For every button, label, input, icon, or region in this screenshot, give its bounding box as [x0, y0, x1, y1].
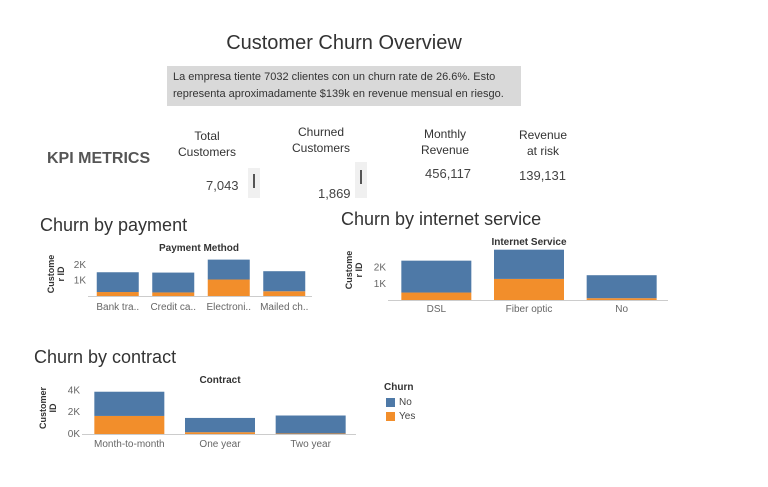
bar-yes[interactable]	[96, 292, 139, 296]
kpi-churned-customers-value: 1,869	[318, 186, 351, 201]
x-category-label: Month-to-month	[94, 439, 165, 450]
bar-no[interactable]	[494, 249, 564, 279]
chart-title-contract: Contract	[199, 375, 241, 386]
kpi-label-line: Revenue	[420, 143, 470, 157]
kpi-label-line: Churned	[297, 125, 345, 139]
legend-swatch-yes	[386, 412, 395, 421]
x-category-label: Fiber optic	[506, 304, 553, 315]
chart-title-internet: Internet Service	[491, 237, 567, 248]
section-title-internet: Churn by internet service	[341, 209, 542, 229]
y-tick-label: 2K	[74, 260, 87, 271]
legend-label-yes: Yes	[399, 411, 416, 422]
y-tick-label: 1K	[374, 279, 387, 290]
kpi-label-line: Total	[194, 129, 220, 143]
bar-no[interactable]	[275, 415, 346, 434]
bar-yes[interactable]	[152, 292, 195, 296]
x-category-label: Two year	[290, 439, 331, 450]
bar-yes[interactable]	[263, 291, 306, 296]
y-tick-label: 1K	[74, 276, 87, 287]
bar-no[interactable]	[185, 417, 255, 433]
kpi-monthly-revenue-value: 456,117	[425, 166, 472, 181]
section-title-contract: Churn by contract	[34, 347, 177, 367]
bar-no[interactable]	[152, 272, 195, 293]
summary-line-2: representa aproximadamente $139k en reve…	[173, 88, 504, 100]
kpi-revenue-at-risk-value: 139,131	[519, 168, 566, 183]
kpi-label-line: Monthly	[423, 127, 467, 141]
y-axis-label: Customer ID	[46, 255, 66, 294]
bar-yes[interactable]	[94, 415, 165, 434]
x-category-label: One year	[199, 439, 241, 450]
bar-yes[interactable]	[185, 432, 255, 434]
summary-box: La empresa tiente 7032 clientes con un c…	[167, 66, 521, 106]
bar-no[interactable]	[586, 275, 657, 299]
chart-contract: CustomerID 0K 2K 4K Month-to-month One year Tw…	[38, 385, 356, 450]
bar-yes[interactable]	[207, 279, 250, 296]
kpi-spark-tick	[360, 170, 362, 184]
kpi-label-line: Customers	[291, 141, 350, 155]
x-category-label: Electroni..	[207, 302, 251, 313]
kpi-total-customers-label: Total Customers	[172, 128, 242, 160]
legend-item-yes[interactable]: Yes	[386, 411, 415, 422]
kpi-churned-customers-sparkbar	[355, 162, 367, 198]
kpi-label-line: Customers	[177, 145, 236, 159]
y-axis-label: CustomerID	[38, 387, 58, 430]
kpi-label-line: Revenue	[518, 128, 568, 142]
y-tick-label: 2K	[374, 263, 387, 274]
bar-no[interactable]	[263, 271, 306, 292]
x-category-label: Credit ca..	[150, 302, 196, 313]
bar-no[interactable]	[96, 272, 139, 293]
x-category-label: Bank tra..	[96, 302, 139, 313]
kpi-churned-customers-label: Churned Customers	[284, 124, 358, 156]
bar-yes[interactable]	[401, 292, 472, 300]
x-category-label: DSL	[427, 304, 447, 315]
kpi-total-customers-value: 7,043	[206, 178, 239, 193]
summary-line-1: La empresa tiente 7032 clientes con un c…	[173, 71, 496, 83]
bar-yes[interactable]	[586, 298, 657, 300]
section-title-payment: Churn by payment	[40, 215, 188, 235]
kpi-monthly-revenue-label: Monthly Revenue	[410, 126, 480, 158]
legend-label-no: No	[399, 397, 412, 408]
kpi-spark-tick	[253, 174, 255, 188]
y-tick-label: 0K	[68, 429, 81, 440]
bar-no[interactable]	[94, 391, 165, 416]
legend-swatch-no	[386, 398, 395, 407]
legend-title: Churn	[384, 382, 414, 393]
x-category-label: No	[615, 304, 628, 315]
kpi-label-line: at risk	[526, 144, 559, 158]
kpi-total-customers-sparkbar	[248, 168, 260, 198]
y-tick-label: 2K	[68, 407, 81, 418]
page-title: Customer Churn Overview	[226, 32, 462, 54]
bar-yes[interactable]	[494, 278, 564, 300]
bar-no[interactable]	[207, 259, 250, 280]
kpi-heading: KPI METRICS	[47, 150, 151, 167]
chart-title-payment: Payment Method	[158, 243, 239, 254]
bar-yes[interactable]	[275, 433, 346, 434]
chart-payment: Customer ID 1K 2K Bank tra.. Credit ca.. Elec…	[46, 255, 312, 313]
kpi-revenue-at-risk-label: Revenue at risk	[508, 127, 578, 159]
y-axis-label: Customer ID	[344, 251, 364, 290]
x-category-label: Mailed ch..	[260, 302, 308, 313]
legend-item-no[interactable]: No	[386, 397, 412, 408]
chart-internet: Customer ID 1K 2K DSL Fiber optic No	[344, 249, 668, 315]
bar-no[interactable]	[401, 260, 472, 293]
y-tick-label: 4K	[68, 385, 81, 396]
